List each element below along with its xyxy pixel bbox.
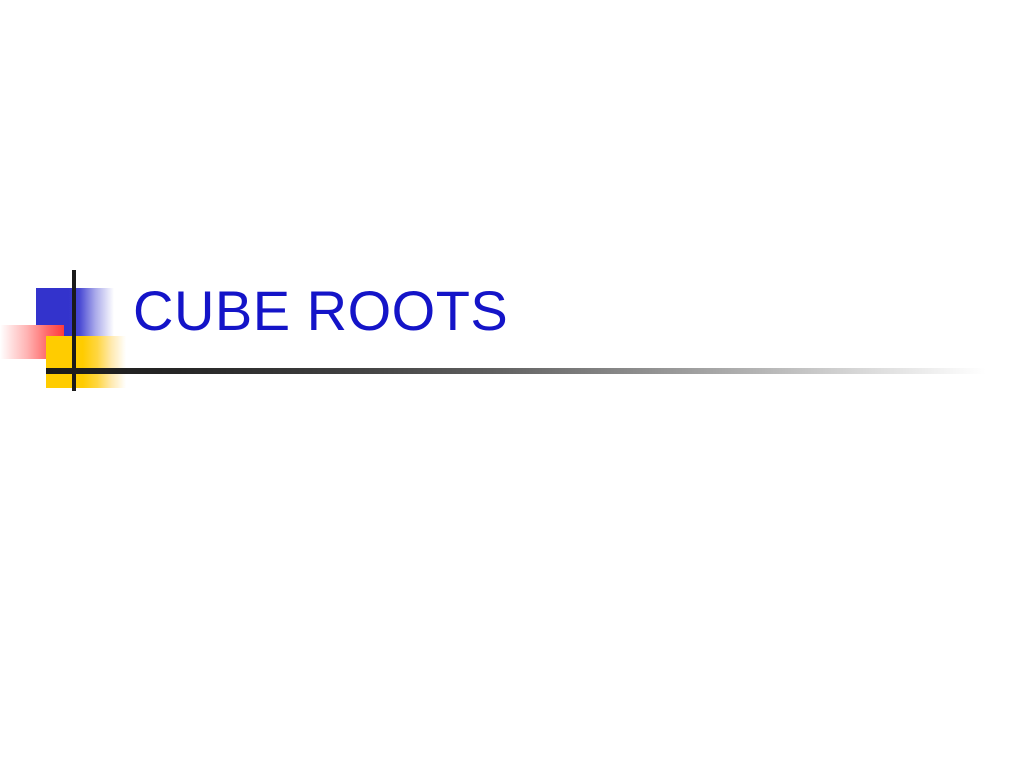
vertical-rule-decoration	[72, 270, 76, 391]
slide-title: CUBE ROOTS	[133, 279, 509, 342]
yellow-square-decoration	[46, 336, 126, 388]
red-square-decoration	[0, 325, 64, 359]
horizontal-rule-decoration	[46, 368, 986, 374]
blue-square-decoration	[36, 288, 114, 338]
